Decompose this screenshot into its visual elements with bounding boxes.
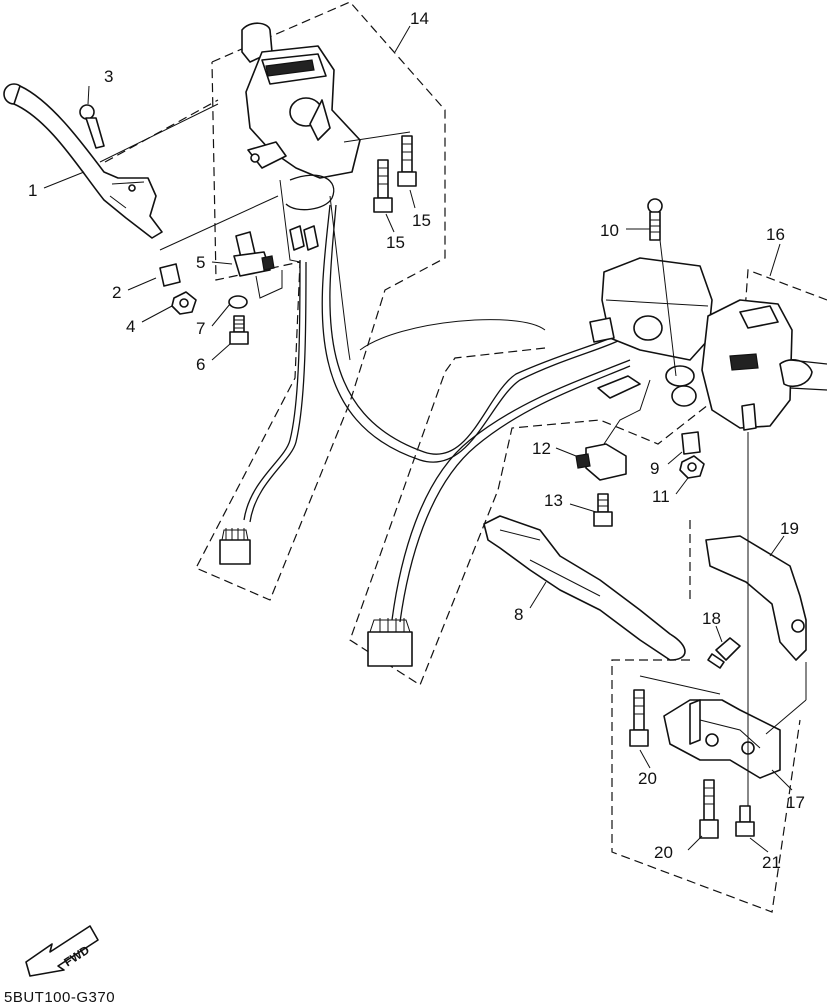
callout-11: 11 bbox=[652, 487, 670, 506]
callout-16: 16 bbox=[766, 225, 785, 244]
front-brake-switch bbox=[575, 375, 651, 481]
nut-11 bbox=[679, 455, 705, 479]
callout-15-left: 15 bbox=[386, 233, 405, 252]
callout-12: 12 bbox=[532, 439, 551, 458]
callout-6: 6 bbox=[196, 355, 205, 374]
callout-leaders bbox=[43, 25, 793, 853]
callout-14: 14 bbox=[410, 9, 429, 28]
callout-7: 7 bbox=[196, 319, 205, 338]
boundary-leader-clutch bbox=[104, 99, 219, 163]
assembly-boundaries bbox=[104, 1, 827, 913]
clutch-switch bbox=[233, 231, 283, 299]
left-switch-cable bbox=[219, 259, 307, 565]
collar-2 bbox=[159, 263, 181, 287]
callout-2: 2 bbox=[112, 283, 121, 302]
callout-13: 13 bbox=[544, 491, 563, 510]
diagram-code: 5BUT100-G370 bbox=[4, 989, 115, 1005]
callout-4: 4 bbox=[126, 317, 135, 336]
callout-5: 5 bbox=[196, 253, 205, 272]
main-harness-cable bbox=[321, 204, 631, 667]
callout-17: 17 bbox=[786, 793, 805, 812]
clutch-lever bbox=[3, 83, 163, 239]
screw-20-a bbox=[629, 689, 649, 747]
screw-21 bbox=[735, 805, 755, 837]
callout-9: 9 bbox=[650, 459, 659, 478]
callout-20-upper: 20 bbox=[638, 769, 657, 788]
boundary-left-switch bbox=[195, 1, 446, 601]
callout-20-lower: 20 bbox=[654, 843, 673, 862]
brake-lever bbox=[483, 515, 686, 661]
callout-15-right: 15 bbox=[412, 211, 431, 230]
callout-3: 3 bbox=[104, 67, 113, 86]
collar-9 bbox=[681, 431, 701, 455]
boundary-lever-bracket bbox=[611, 659, 801, 913]
lever-bracket-17 bbox=[663, 699, 781, 779]
right-handlebar-switch bbox=[701, 299, 827, 431]
lever-19 bbox=[705, 535, 807, 661]
callout-labels: 1 2 3 4 5 6 7 8 9 10 11 12 13 14 15 15 1… bbox=[28, 9, 805, 872]
screw-13 bbox=[593, 493, 613, 527]
callout-10: 10 bbox=[600, 221, 619, 240]
washer-7 bbox=[228, 295, 248, 309]
screw-15-b bbox=[397, 135, 417, 187]
screw-15-a bbox=[373, 159, 393, 213]
assembly-axes bbox=[99, 103, 807, 806]
fwd-arrow-icon: FWD bbox=[25, 925, 99, 977]
callout-21: 21 bbox=[762, 853, 781, 872]
nut-4 bbox=[171, 291, 197, 315]
callout-8: 8 bbox=[514, 605, 523, 624]
left-handlebar-switch bbox=[241, 22, 361, 361]
callout-19: 19 bbox=[780, 519, 799, 538]
bolt-10 bbox=[647, 198, 663, 241]
screw-20-b bbox=[699, 779, 719, 839]
pin-18 bbox=[707, 637, 741, 669]
callout-1: 1 bbox=[28, 181, 37, 200]
screw-6 bbox=[229, 315, 249, 345]
master-cylinder bbox=[589, 257, 713, 407]
bolt-3 bbox=[79, 104, 105, 149]
callout-18: 18 bbox=[702, 609, 721, 628]
